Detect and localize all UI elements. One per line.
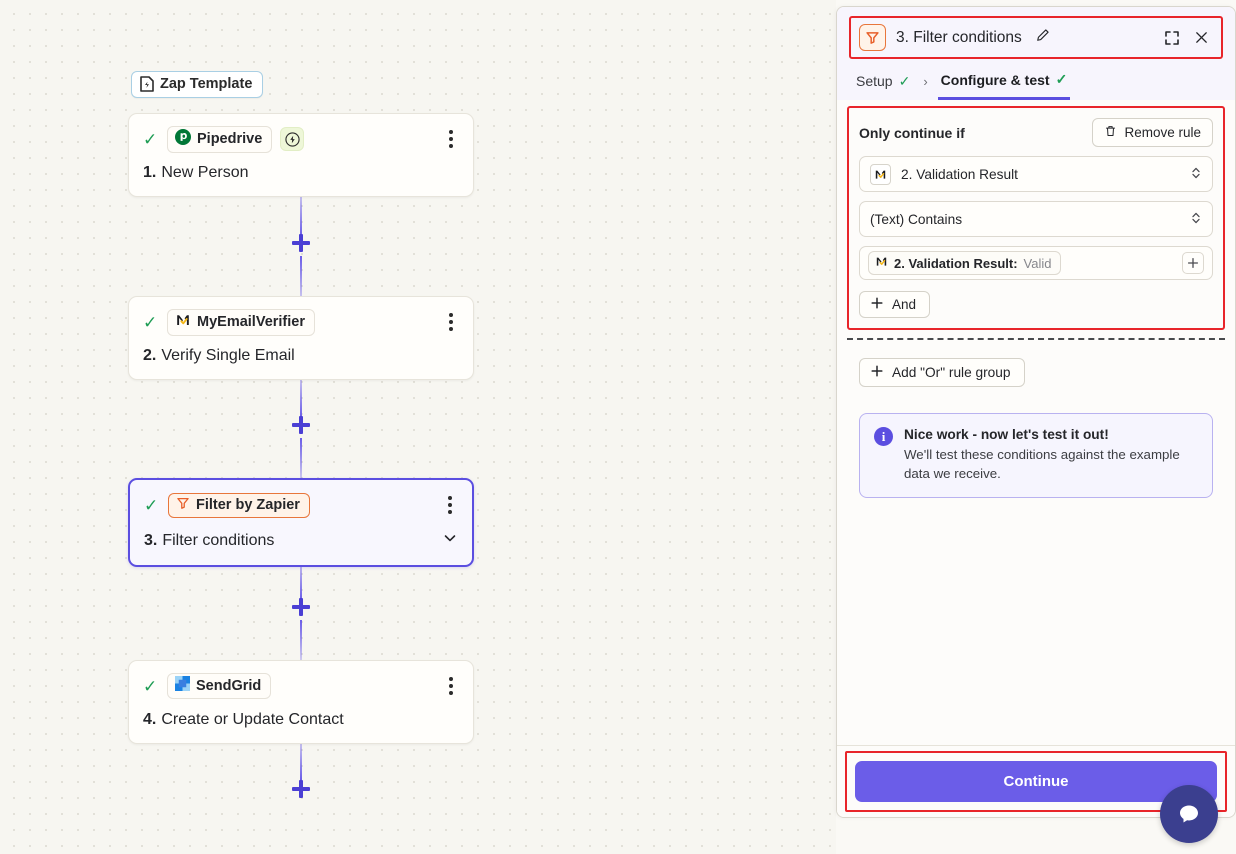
trigger-bolt-icon[interactable] <box>280 127 305 151</box>
continue-highlight: Continue <box>845 751 1227 812</box>
chevron-down-icon[interactable] <box>442 530 458 551</box>
chat-bubble-icon[interactable] <box>1160 785 1218 843</box>
panel-title: 3. Filter conditions <box>896 28 1022 46</box>
node-complete-check-icon: ✓ <box>143 676 158 696</box>
and-label: And <box>892 297 917 312</box>
connector-line <box>300 190 302 236</box>
node-complete-check-icon: ✓ <box>144 495 159 515</box>
info-title: Nice work - now let's test it out! <box>904 427 1109 442</box>
node-title: Filter conditions <box>162 531 275 549</box>
operator-select-value: (Text) Contains <box>870 211 963 227</box>
workflow-node-4[interactable]: ✓ SendGrid 4. <box>128 660 474 744</box>
trash-icon <box>1104 124 1117 141</box>
node-menu-button[interactable] <box>442 492 458 518</box>
operator-select[interactable]: (Text) Contains <box>859 201 1213 237</box>
chevron-updown-icon <box>1190 165 1202 183</box>
node-title: New Person <box>161 164 249 181</box>
app-chip-pipedrive[interactable]: Pipedrive <box>167 125 273 153</box>
tab-setup[interactable]: Setup ✓ <box>853 67 913 99</box>
node-menu-button[interactable] <box>443 309 459 335</box>
only-continue-if-label: Only continue if <box>859 124 965 141</box>
field-select-value: 2. Validation Result <box>901 166 1018 182</box>
remove-rule-label: Remove rule <box>1124 125 1201 140</box>
continue-button[interactable]: Continue <box>855 761 1217 802</box>
app-name-label: SendGrid <box>196 677 262 694</box>
panel-body: Only continue if Remove rule <box>837 100 1235 745</box>
node-title: Create or Update Contact <box>161 711 344 728</box>
app-name-label: MyEmailVerifier <box>197 313 305 330</box>
tab-complete-check-icon: ✓ <box>898 72 911 89</box>
info-body: We'll test these conditions against the … <box>904 447 1180 482</box>
node-complete-check-icon: ✓ <box>143 312 158 332</box>
add-or-rule-group-button[interactable]: Add "Or" rule group <box>859 358 1025 387</box>
value-input[interactable]: 2. Validation Result: Valid <box>859 246 1213 280</box>
add-step-button-2[interactable] <box>292 416 310 434</box>
connector-line <box>300 256 302 302</box>
rule-group-divider <box>847 338 1225 340</box>
app-name-label: Filter by Zapier <box>196 496 300 513</box>
filter-funnel-icon <box>859 24 886 51</box>
workflow-node-1[interactable]: ✓ Pipedrive <box>128 113 474 197</box>
node-menu-button[interactable] <box>443 673 459 699</box>
panel-tabs: Setup ✓ › Configure & test ✓ <box>849 63 1223 100</box>
add-or-rule-group-label: Add "Or" rule group <box>892 365 1011 380</box>
node-index: 3. <box>144 531 158 549</box>
sendgrid-icon <box>175 676 190 695</box>
file-bolt-icon <box>140 76 154 92</box>
app-name-label: Pipedrive <box>197 130 263 147</box>
node-menu-button[interactable] <box>443 126 459 152</box>
remove-rule-button[interactable]: Remove rule <box>1092 118 1213 147</box>
app-chip-myemailverifier[interactable]: MyEmailVerifier <box>167 308 315 336</box>
zap-template-badge[interactable]: Zap Template <box>131 71 264 98</box>
tab-complete-check-icon: ✓ <box>1055 71 1068 87</box>
connector-line <box>300 556 302 600</box>
node-index: 1. <box>143 164 157 181</box>
panel-title-row: 3. Filter conditions <box>849 16 1223 59</box>
workflow-canvas[interactable]: Zap Template ✓ <box>0 0 836 854</box>
value-token-value: Valid <box>1023 255 1052 271</box>
app-chip-filter-by-zapier[interactable]: Filter by Zapier <box>168 492 310 518</box>
value-token-label: 2. Validation Result: <box>894 255 1018 271</box>
value-token[interactable]: 2. Validation Result: Valid <box>868 251 1062 275</box>
panel-footer: Continue <box>837 745 1235 817</box>
field-select[interactable]: 2. Validation Result <box>859 156 1213 192</box>
tab-configure-and-test[interactable]: Configure & test ✓ <box>937 65 1071 100</box>
filter-funnel-icon <box>176 496 190 514</box>
myemailverifier-icon <box>870 163 891 185</box>
pencil-icon[interactable] <box>1036 28 1050 47</box>
node-index: 2. <box>143 347 157 364</box>
tab-label: Setup <box>856 73 893 89</box>
add-step-button-1[interactable] <box>292 234 310 252</box>
add-value-icon[interactable] <box>1182 252 1204 274</box>
workflow-node-2[interactable]: ✓ MyEmailVerifier 2. Verify Single Email <box>128 296 474 380</box>
connector-line <box>300 620 302 662</box>
zap-template-label: Zap Template <box>160 76 253 92</box>
connector-line <box>300 738 302 780</box>
info-callout: i Nice work - now let's test it out! We'… <box>859 413 1213 498</box>
myemailverifier-icon <box>875 255 888 271</box>
pipedrive-icon <box>175 128 191 149</box>
connector-line <box>300 438 302 482</box>
step-detail-panel: 3. Filter conditions <box>836 6 1236 818</box>
myemailverifier-icon <box>175 312 191 332</box>
expand-icon[interactable] <box>1164 30 1180 46</box>
node-complete-check-icon: ✓ <box>143 129 158 149</box>
app-chip-sendgrid[interactable]: SendGrid <box>167 673 272 699</box>
rule-group: Only continue if Remove rule <box>847 106 1225 330</box>
tab-separator: › <box>923 73 928 89</box>
workflow-node-3[interactable]: ✓ Filter by Zapier 3. Filter conditions <box>128 478 474 567</box>
tab-label: Configure & test <box>940 71 1050 88</box>
add-step-button-3[interactable] <box>292 598 310 616</box>
add-step-button-4[interactable] <box>292 780 310 798</box>
node-title: Verify Single Email <box>161 347 295 364</box>
info-icon: i <box>874 427 893 446</box>
chevron-updown-icon <box>1190 210 1202 228</box>
connector-line <box>300 373 302 417</box>
close-icon[interactable] <box>1194 30 1209 45</box>
plus-icon <box>871 365 883 380</box>
add-and-condition-button[interactable]: And <box>859 291 931 318</box>
plus-icon <box>871 297 883 312</box>
node-index: 4. <box>143 711 157 728</box>
panel-header: 3. Filter conditions <box>837 7 1235 100</box>
